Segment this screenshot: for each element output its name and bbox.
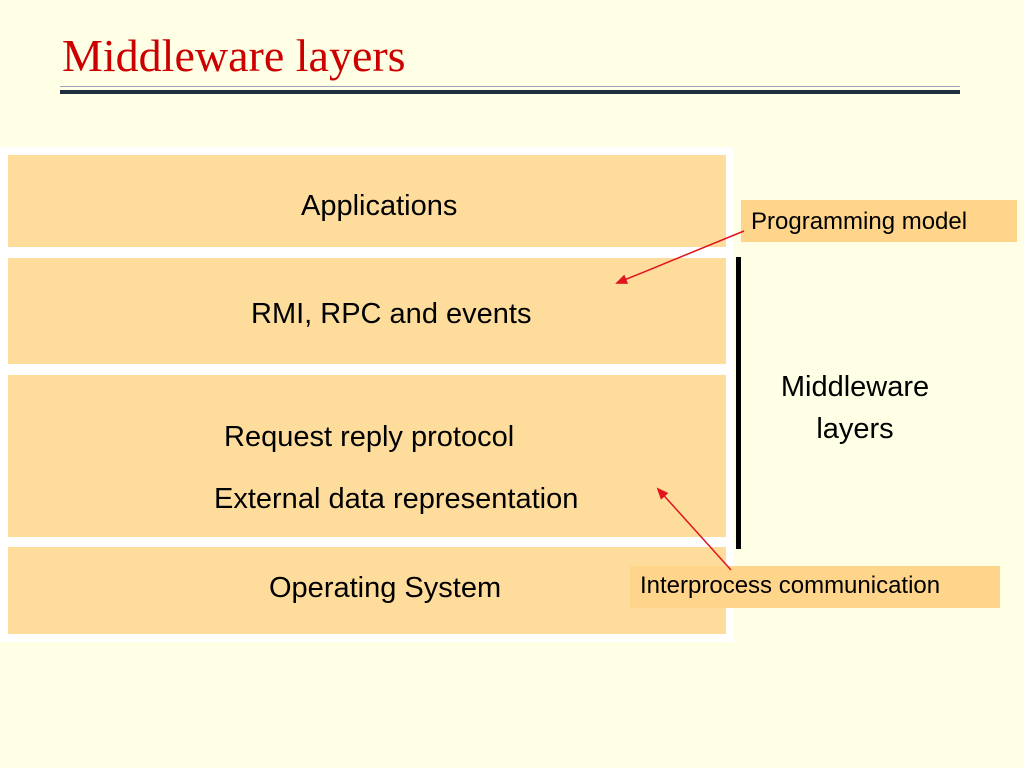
layer-operating-system: Operating System (8, 547, 726, 634)
middleware-bracket (736, 257, 741, 549)
interprocess-communication-callout: Interprocess communication (630, 566, 1000, 608)
middleware-label-line1: Middleware (780, 371, 930, 403)
title-underline (60, 90, 960, 94)
slide-title: Middleware layers (62, 30, 406, 81)
title-underline-thin (60, 86, 960, 87)
layer-applications: Applications (8, 155, 726, 247)
layer-rmi-rpc-events: RMI, RPC and events (8, 258, 726, 364)
programming-model-callout: Programming model (741, 200, 1017, 242)
layer-request-reply: Request reply protocol External data rep… (8, 375, 726, 537)
middleware-layers-label: Middleware layers (752, 366, 958, 450)
layer-applications-label: Applications (301, 190, 458, 222)
layer-operating-system-label: Operating System (269, 572, 502, 604)
programming-model-arrow (615, 230, 745, 284)
layer-external-data-label: External data representation (214, 483, 579, 515)
layer-rmi-rpc-events-label: RMI, RPC and events (251, 298, 532, 330)
layer-request-reply-label: Request reply protocol (224, 421, 515, 453)
interprocess-communication-arrow (656, 487, 732, 571)
middleware-label-line2: layers (816, 413, 894, 445)
